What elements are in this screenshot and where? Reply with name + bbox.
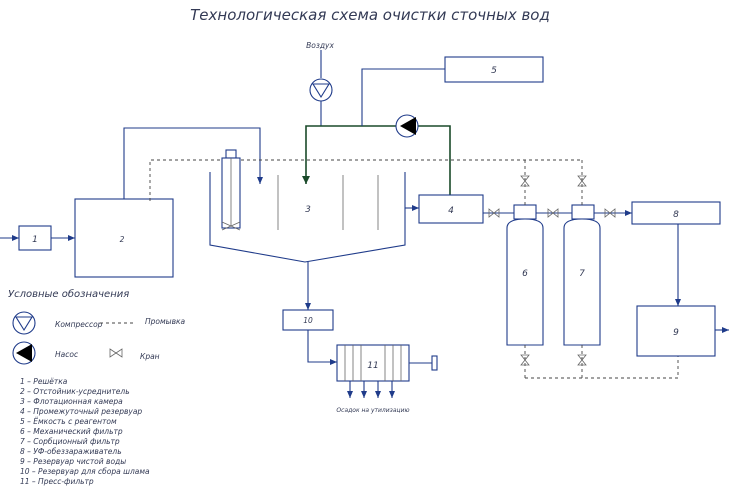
unit-4-label: 4 — [448, 206, 454, 216]
list-item: 7 – Сорбционный фильтр — [20, 437, 120, 446]
recycle-line — [305, 125, 451, 195]
unit-9-label: 9 — [673, 328, 679, 338]
unit-11-label: 11 — [367, 361, 378, 371]
legend-compressor-label: Компрессор — [55, 320, 103, 329]
unit-2-label: 2 — [120, 235, 125, 244]
legend-pump-label: Насос — [55, 350, 79, 359]
flow-10-11 — [307, 330, 337, 365]
flow-2-3 — [123, 127, 263, 199]
air-label: Воздух — [306, 41, 334, 50]
list-item: 2 – Отстойник-усреднитель — [20, 387, 130, 396]
flush-valve-6-top — [520, 175, 530, 187]
unit-5-reagent-tank — [444, 56, 544, 83]
list-item: 3 – Флотационная камера — [20, 397, 123, 406]
compressor-symbol — [312, 83, 330, 99]
unit-4-tank — [418, 194, 484, 224]
list-item: 10 – Резервуар для сбора шлама — [20, 467, 150, 476]
filter-6-head — [513, 204, 537, 220]
component-list: 1 – Решётка 2 – Отстойник-усреднитель 3 … — [20, 377, 150, 486]
diagram-title: Технологическая схема очистки сточных во… — [190, 6, 550, 24]
legend-compressor-symbol — [15, 316, 33, 332]
unit-8-label: 8 — [673, 210, 679, 220]
flush-valve-7-bottom — [577, 354, 587, 366]
list-item: 1 – Решётка — [20, 377, 68, 386]
mixer-motor — [225, 149, 237, 159]
valve-6-7-icon — [547, 208, 559, 218]
unit-1-label: 1 — [32, 235, 38, 245]
flushing-line-top — [149, 159, 580, 201]
unit-9-clean-tank — [636, 305, 716, 357]
unit-10-label: 10 — [303, 316, 313, 325]
unit-7-label: 7 — [579, 269, 585, 279]
list-item: 5 – Ёмкость с реагентом — [20, 417, 117, 426]
list-item: 6 – Механический фильтр — [20, 427, 123, 436]
list-item: 11 – Пресс-фильтр — [20, 477, 94, 486]
legend-valve-label: Кран — [140, 352, 160, 361]
recycle-arrow — [302, 176, 310, 184]
legend-flushing-label: Промывка — [145, 317, 186, 326]
unit-6-mech-filter — [506, 218, 544, 346]
unit-5-label: 5 — [491, 66, 497, 76]
unit-7-sorb-filter — [563, 218, 601, 346]
flush-valve-6-bottom — [520, 354, 530, 366]
flush-valve-7-top — [577, 175, 587, 187]
unit-6-label: 6 — [522, 269, 528, 279]
filter-7-head — [571, 204, 595, 220]
legend-heading: Условные обозначения — [8, 288, 129, 300]
unit-3-label: 3 — [305, 205, 311, 215]
legend-valve-icon — [109, 348, 123, 358]
list-item: 9 – Резервуар чистой воды — [20, 457, 126, 466]
press-end-plate — [431, 355, 438, 371]
list-item: 4 – Промежуточный резервуар — [20, 407, 142, 416]
unit-8-uv — [631, 201, 721, 225]
reagent-line — [361, 68, 445, 126]
pump-symbol — [400, 117, 416, 135]
valve-7-8-icon — [604, 208, 616, 218]
unit-3-flotation — [209, 172, 406, 263]
sludge-label: Осадок на утилизацию — [336, 407, 409, 414]
flushing-line-bottom — [525, 355, 679, 379]
legend-pump-symbol — [16, 344, 32, 362]
list-item: 8 – УФ-обеззараживатель — [20, 447, 122, 456]
valve-4-6-icon — [488, 208, 500, 218]
mixer-blade — [221, 221, 241, 231]
